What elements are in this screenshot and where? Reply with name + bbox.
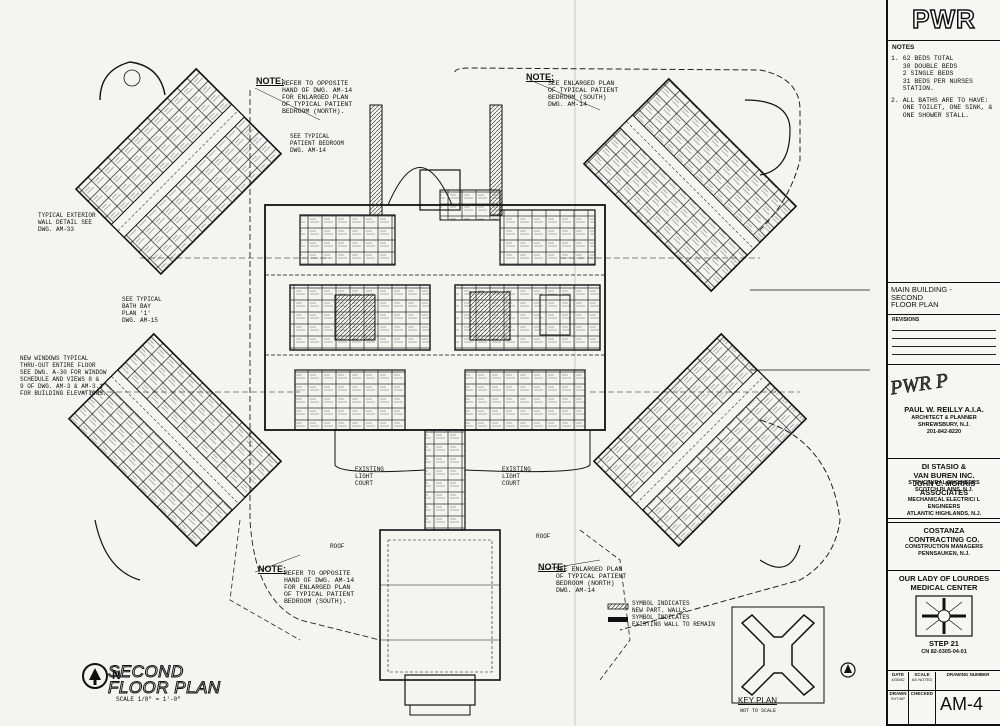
- mechanical-role2: ENGINEERS: [927, 504, 961, 510]
- note-label-3: NOTE:: [258, 564, 286, 574]
- grid-checked-label: CHECKED: [910, 691, 934, 696]
- sheet-info-grid: DATE 4/30/82 SCALE AS NOTED DRAWING NUMB…: [888, 672, 1000, 724]
- typical-exterior-wall-label: TYPICAL EXTERIOR WALL DETAIL SEE DWG. AM…: [38, 212, 96, 233]
- drawing-title-cell: MAIN BUILDING - SECOND FLOOR PLAN: [888, 284, 1000, 315]
- grid-drawn-label: DRAWN: [889, 691, 907, 696]
- note-1: 1. 62 BEDS TOTAL 30 DOUBLE BEDS 2 SINGLE…: [891, 55, 973, 92]
- revisions-cell: REVISIONS: [888, 316, 1000, 365]
- light-court-right: EXISTING LIGHT COURT: [502, 466, 531, 487]
- plan-title-text: SECOND FLOOR PLAN: [108, 662, 221, 697]
- structural-city: SCOTCH PLAINS, N.J.: [914, 487, 974, 493]
- note-2: 2. ALL BATHS ARE TO HAVE: ONE TOILET, ON…: [891, 96, 993, 119]
- mechanical-name2: ASSOCIATES: [919, 487, 969, 497]
- client-cell: OUR LADY OF LOURDES MEDICAL CENTER STEP …: [888, 572, 1000, 671]
- architect-stamp: PWR P: [888, 369, 950, 400]
- note-text-1: REFER TO OPPOSITE HAND OF DWG. AM-14 FOR…: [282, 80, 353, 115]
- title-block: PWR NOTES 1. 62 BEDS TOTAL 30 DOUBLE BED…: [886, 0, 1000, 726]
- logo-cell: PWR: [888, 0, 1000, 41]
- mechanical-name: JOHN C. MORRIS: [912, 479, 976, 488]
- note-label-4: NOTE:: [538, 562, 566, 572]
- sheet-number: AM-4: [940, 694, 984, 714]
- architect-phone: 201-842-8220: [926, 428, 962, 435]
- notes-cell: NOTES 1. 62 BEDS TOTAL 30 DOUBLE BEDS 2 …: [888, 42, 1000, 283]
- structural-role: STRUCTURAL ENGINEERS: [908, 480, 980, 486]
- contractor-city: PENNSAUKEN, N.J.: [918, 551, 970, 557]
- notes-heading: NOTES: [892, 44, 915, 51]
- contractor-name2: CONTRACTING CO.: [908, 534, 980, 544]
- mechanical-city: ATLANTIC HIGHLANDS, N.J.: [906, 511, 982, 517]
- architect-cell: PWR P PAUL W. REILLY A.I.A. ARCHITECT & …: [888, 366, 1000, 459]
- note-label-1: NOTE:: [256, 76, 284, 86]
- step-label: STEP 21: [929, 639, 959, 648]
- mechanical-role: MECHANICAL ELECTRIC/ L: [907, 497, 981, 503]
- note-text-2: SEE ENLARGED PLAN OF TYPICAL PATIENT BED…: [548, 80, 619, 108]
- firm-logo: PWR: [911, 3, 976, 35]
- grid-date-value: 4/30/82: [891, 677, 905, 682]
- grid-date-label: DATE: [892, 672, 904, 677]
- grid-drawn-value: SVT/AP: [890, 696, 906, 701]
- typical-bath-label: SEE TYPICAL BATH BAY PLAN '1' DWG. AM-15: [122, 296, 162, 324]
- grid-drawing-number-label: DRAWING NUMBER: [946, 672, 990, 677]
- architect-name: PAUL W. REILLY A.I.A.: [904, 405, 984, 414]
- note-label-2: NOTE:: [526, 72, 554, 82]
- new-windows-label: NEW WINDOWS TYPICAL THRU-OUT ENTIRE FLOO…: [20, 355, 107, 397]
- grid-scale-label: SCALE: [914, 672, 930, 677]
- note-text-4: SEE ENLARGED PLAN OF TYPICAL PATIENT BED…: [556, 566, 627, 594]
- floor-plan-drawing: [67, 0, 870, 726]
- structural-cell: DI STASIO & VAN BUREN INC. STRUCTURAL EN…: [888, 460, 1000, 519]
- contractor-cell: COSTANZA CONTRACTING CO. CONSTRUCTION MA…: [888, 524, 1000, 571]
- roof-left: ROOF: [330, 543, 345, 550]
- contractor-name: COSTANZA: [923, 526, 965, 535]
- roof-right: ROOF: [536, 533, 551, 540]
- mechanical-block: JOHN C. MORRIS ASSOCIATES MECHANICAL ELE…: [888, 478, 1000, 523]
- typical-bedroom-label: SEE TYPICAL PATIENT BEDROOM DWG. AM-14: [290, 133, 345, 154]
- key-plan-label: KEY PLAN: [738, 696, 777, 705]
- drawing-title: MAIN BUILDING - SECOND FLOOR PLAN: [891, 285, 952, 309]
- architect-city: SHREWSBURY, N.J.: [917, 421, 971, 428]
- contractor-role: CONSTRUCTION MANAGERS: [905, 544, 983, 550]
- note-text-3: REFER TO OPPOSITE HAND OF DWG. AM-14 FOR…: [284, 570, 355, 605]
- light-court-left: EXISTING LIGHT COURT: [355, 466, 384, 487]
- architect-role: ARCHITECT & PLANNER: [911, 414, 977, 421]
- client-name: OUR LADY OF LOURDES: [898, 574, 990, 583]
- key-plan-sub: NOT TO SCALE: [740, 708, 777, 714]
- grid-scale-value: AS NOTED: [911, 677, 933, 682]
- plan-scale: SCALE 1/8" = 1'-0": [116, 696, 181, 703]
- client-name2: MEDICAL CENTER: [910, 582, 978, 592]
- structural-name: DI STASIO &: [921, 462, 967, 471]
- cn-label: CN 82-0305-04-01: [921, 648, 967, 655]
- revisions-label: REVISIONS: [892, 317, 920, 323]
- structural-name2: VAN BUREN INC.: [913, 470, 975, 480]
- north-label: N: [112, 668, 121, 682]
- hospital-logo-icon: [915, 595, 973, 637]
